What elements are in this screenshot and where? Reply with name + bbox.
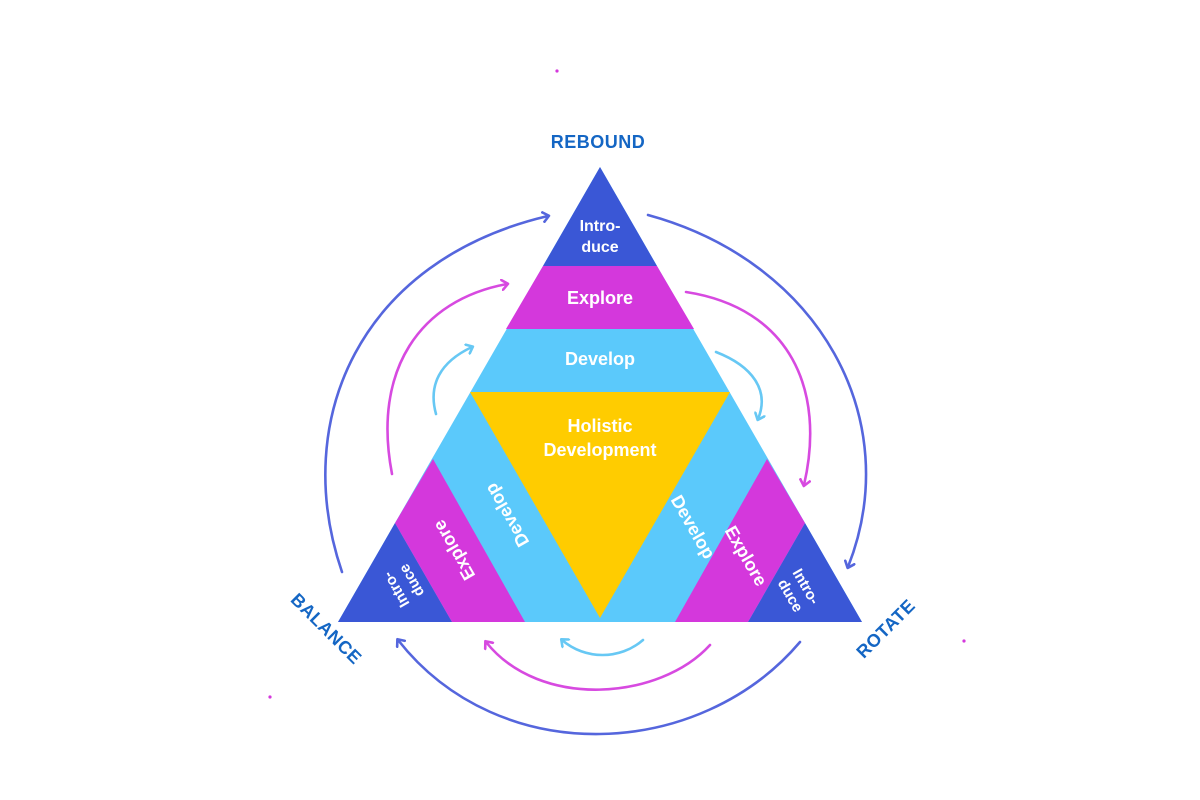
top-explore-band [506,266,694,329]
left-introduce-band [338,523,452,622]
outer-triangle [338,167,862,622]
right-introduce-band [748,523,862,622]
inner-cycle-arrow [562,640,645,657]
decor-dot [962,639,966,643]
corner-label-right: ROTATE [852,595,919,662]
top-develop-label: Develop [565,349,635,369]
top-explore-label: Explore [567,288,633,308]
top-introduce-label: Intro- [580,218,621,235]
corner-label-top: REBOUND [551,132,646,152]
decor-dot [555,69,559,73]
left-explore-band [395,459,525,622]
center-label: Development [543,440,656,460]
middle-cycle-arrow [684,290,812,485]
outer-cycle-arrow [398,640,802,736]
middle-cycle-arrow [486,642,712,691]
outer-cycle-arrow [646,213,868,567]
right-explore-band [675,459,805,622]
inner-cycle-arrow [714,350,762,419]
outer-cycle-arrow [324,216,548,574]
holistic-center [470,392,730,618]
inner-cycle-arrow [432,347,472,416]
center-label: Holistic [567,416,632,436]
middle-cycle-arrow [386,284,507,476]
top-introduce-label: duce [581,239,618,256]
decor-dot [268,695,272,699]
top-introduce-band [543,167,657,266]
